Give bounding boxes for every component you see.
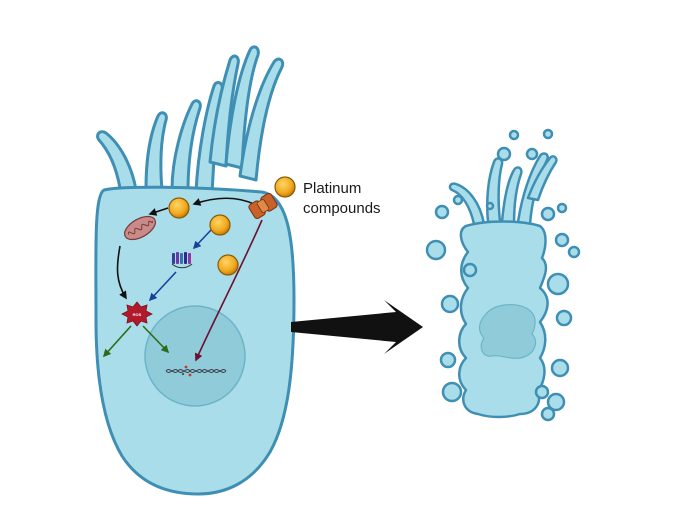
arrow-channel-to-dna — [194, 219, 263, 362]
damaged-stereocilium — [448, 182, 486, 226]
arrow-mitochondrion-to-ros — [116, 245, 127, 300]
apoptotic-bleb — [525, 147, 539, 161]
platinum-compounds — [168, 176, 296, 276]
arrow-channel-to-ball — [192, 197, 257, 206]
apoptotic-bleb — [485, 201, 495, 211]
apoptotic-bleb — [440, 294, 460, 314]
platinum-ball-outside — [274, 176, 296, 198]
hair-cell: ROS Platinum compounds — [94, 45, 381, 496]
pathway-arrows — [102, 197, 263, 362]
apoptotic-bleb — [546, 392, 566, 412]
apoptotic-bleb — [555, 309, 573, 327]
apoptotic-cell — [425, 128, 581, 422]
stereocilia — [96, 45, 285, 196]
ros-label: ROS — [133, 312, 142, 317]
apoptotic-bleb — [550, 358, 570, 378]
mitochondrion — [124, 215, 156, 241]
apoptotic-bleb — [425, 239, 447, 261]
damaged-stereocilium — [526, 155, 558, 202]
apoptotic-bleb — [546, 272, 570, 296]
arrow-ball-to-protein — [192, 229, 212, 250]
arrow-ros-to-nucleus — [142, 325, 170, 354]
apoptotic-bleb — [540, 206, 556, 222]
dna-strand — [165, 365, 227, 377]
arrow-protein-to-ros — [148, 271, 177, 302]
apoptotic-bleb — [554, 232, 570, 248]
arrow-ros-to-left — [102, 325, 132, 358]
apoptotic-bleb — [556, 202, 568, 214]
transition-arrow — [291, 300, 423, 354]
apoptotic-bleb — [452, 194, 464, 206]
ros-burst: ROS — [121, 301, 153, 327]
apoptotic-bleb — [534, 384, 550, 400]
nucleus — [144, 305, 246, 407]
transporter-channel — [248, 192, 278, 220]
platinum-ball-3 — [217, 254, 239, 276]
platinum-label-line1: Platinum — [303, 180, 361, 197]
apoptotic-bleb — [542, 128, 554, 140]
apoptotic-bleb — [439, 351, 457, 369]
platinum-ball-2 — [209, 214, 231, 236]
apoptotic-bleb — [434, 204, 450, 220]
damaged-stereocilium — [486, 157, 504, 224]
protein-complex — [171, 252, 193, 269]
platinum-ball-1 — [168, 197, 190, 219]
condensed-nucleus — [478, 304, 537, 360]
apoptotic-bleb — [462, 262, 478, 278]
apoptotic-bleb — [508, 129, 520, 141]
damaged-stereocilium — [500, 166, 523, 226]
apoptotic-bleb — [441, 381, 463, 403]
platinum-label-line2: compounds — [303, 200, 381, 217]
apoptotic-bleb — [540, 406, 556, 422]
arrow-ball-to-mitochondrion — [148, 207, 169, 216]
apoptotic-bleb — [496, 146, 512, 162]
apoptotic-bleb — [567, 245, 581, 259]
